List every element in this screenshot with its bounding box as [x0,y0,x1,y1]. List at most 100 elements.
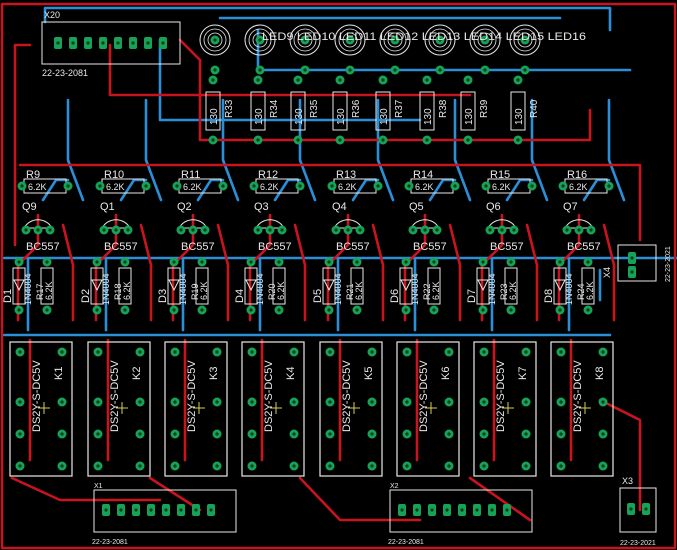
x2-pin-hole [475,508,479,512]
transistor-name: Q2 [177,201,192,213]
diode-body [244,267,258,305]
relay-pin-hole [370,400,374,404]
transistor-pin-hole [280,228,284,232]
x2-outline [389,489,533,533]
diode-value: 1N4004 [255,273,265,305]
resistor-body [205,91,221,131]
led-outline [469,24,501,56]
transistor-pin-hole [423,228,427,232]
resistor-value: 6.2K [106,182,125,192]
diode-symbol [323,279,335,292]
relay-pin-hole [601,350,605,354]
diode-pin-hole [95,260,99,264]
resistor-pin-hole [338,78,342,82]
relay-name: K4 [285,367,297,380]
transistor-pin-hole [500,228,504,232]
resistor-body [375,91,391,131]
relay-pin-hole [96,400,100,404]
led-labels: LED9 LED10 LED11 LED12 LED13 LED14 LED15… [262,31,586,43]
resistor-body [510,91,526,131]
led-outline [517,32,533,48]
resistor-name: R13 [336,169,356,181]
x4-value-label: 22-23-2021 [665,246,672,282]
trace-top [468,476,532,522]
transistor-name: Q5 [409,201,424,213]
resistor-value: 130 [379,108,390,125]
relay-value: DS2Y-S-DC5V [572,360,584,432]
trace-top [293,223,307,322]
transistor-pin-hole [577,228,581,232]
diode-body [399,267,413,305]
relay-pin-hole [405,400,409,404]
resistor-body [118,267,132,305]
diode-name: D3 [157,289,169,303]
resistor-value: 130 [209,108,220,125]
transistor-pin-hole [488,228,492,232]
resistor-pin-hole [516,78,520,82]
resistor-name: R16 [567,169,587,181]
diode-value: 1N4004 [333,273,343,305]
led-outline [334,24,366,56]
diode-name: D5 [312,289,324,303]
resistor-pin-hole [466,138,470,142]
resistor-pin-hole [432,260,436,264]
resistor-pin-hole [45,260,49,264]
resistor-pin-hole [425,78,429,82]
trace-top [602,223,616,322]
transistor-value: BC557 [490,241,524,253]
led-pin-hole [523,38,527,42]
resistor-name: R22 [422,283,432,300]
diode-pin-hole [327,260,331,264]
relay-pin-hole [405,464,409,468]
resistor-value: 6.2K [508,281,518,300]
x4-pin-hole [630,270,634,274]
relay-pin-hole [138,464,142,468]
resistor-value: 6.2K [338,182,357,192]
x3-name-label: X3 [622,476,633,486]
resistor-value: 130 [514,108,525,125]
resistor-name: R36 [351,99,362,118]
resistor-pin-hole [296,78,300,82]
diode-symbol [400,279,412,292]
relay-value: DS2Y-S-DC5V [186,360,198,432]
transistor-pin-hole [126,228,130,232]
trace-top [525,223,539,322]
resistor-pin-hole [407,184,411,188]
resistor-pin-hole [298,184,302,188]
diode-pin-hole [327,308,331,312]
trace-bottom [582,178,611,202]
resistor-value: 6.2K [431,281,441,300]
resistor-pin-hole [586,308,590,312]
diode-pin-hole [404,308,408,312]
x2-pin-hole [445,508,449,512]
transistor-value: BC557 [336,241,370,253]
resistor-pin-hole [509,308,513,312]
resistor-name: R40 [529,99,540,118]
led-pin-hole [258,68,262,72]
diode-symbol [554,279,566,292]
x3-pin-hole [629,507,633,511]
transistor-value: BC557 [567,241,601,253]
x20-pin-hole [101,41,105,45]
diode-value: 1N4004 [23,273,33,305]
relay-pin-hole [482,432,486,436]
relay-value: DS2Y-S-DC5V [495,360,507,432]
led-outline [477,32,493,48]
relay-pin-hole [60,400,64,404]
led-outline [297,32,313,48]
trace-top [148,476,202,512]
resistor-name: R15 [490,169,510,181]
relay-pin-hole [405,432,409,436]
diode-pin-hole [17,308,21,312]
transistor-value: BC557 [258,241,292,253]
relay-pin-hole [292,464,296,468]
transistor-pin-hole [203,228,207,232]
led-outline [338,28,362,52]
transistor-pin-hole [36,228,40,232]
transistor-pin-hole [565,228,569,232]
trace-bottom [376,98,395,202]
diode-body [553,267,567,305]
diode-body [476,267,490,305]
